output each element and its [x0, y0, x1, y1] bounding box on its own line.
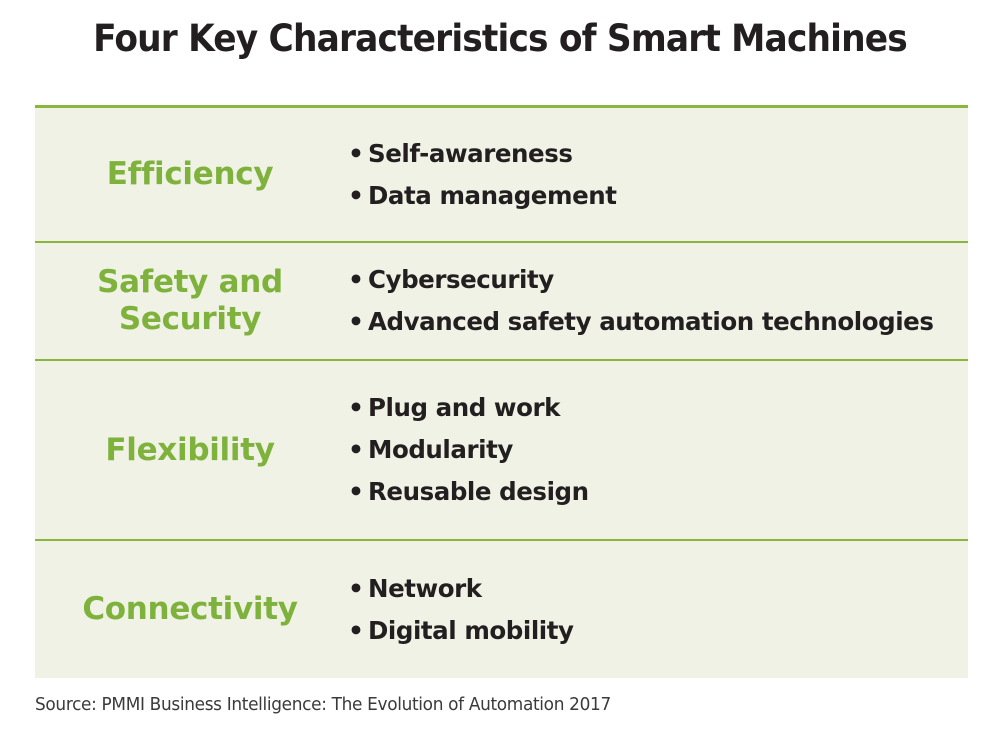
table-row: Safety and Security • Cybersecurity • Ad… [35, 241, 968, 359]
table-row: Flexibility • Plug and work • Modularity… [35, 359, 968, 539]
table-row: Efficiency • Self-awareness • Data manag… [35, 108, 968, 241]
list-item-label: Self-awareness [368, 138, 573, 168]
list-item: • Self-awareness [348, 133, 968, 175]
row-items-flexibility: • Plug and work • Modularity • Reusable … [345, 387, 968, 513]
row-items-safety-and-security: • Cybersecurity • Advanced safety automa… [345, 259, 968, 343]
bullet-icon: • [348, 307, 364, 336]
bullet-icon: • [348, 435, 364, 464]
bullet-icon: • [348, 477, 364, 506]
list-item: • Cybersecurity [348, 259, 968, 301]
bullet-icon: • [348, 573, 364, 603]
list-item: • Data management [348, 175, 968, 217]
row-items-connectivity: • Network • Digital mobility [345, 568, 968, 652]
row-label-efficiency: Efficiency [106, 156, 274, 193]
list-item-label: Modularity [368, 435, 513, 464]
bullet-icon: • [348, 180, 364, 210]
row-label-flexibility: Flexibility [105, 431, 275, 468]
list-item: • Advanced safety automation technologie… [348, 301, 968, 343]
list-item-label: Digital mobility [368, 615, 574, 645]
bullet-icon: • [348, 265, 364, 294]
source-caption: Source: PMMI Business Intelligence: The … [35, 694, 611, 715]
list-item: • Network [348, 568, 968, 610]
table-row: Connectivity • Network • Digital mobilit… [35, 539, 968, 678]
list-item: • Reusable design [348, 471, 968, 513]
row-label-safety-and-security: Safety and Security [97, 264, 283, 337]
bullet-icon: • [348, 393, 364, 422]
list-item-label: Reusable design [368, 477, 589, 506]
list-item-label: Plug and work [368, 393, 561, 422]
list-item-label: Cybersecurity [368, 265, 554, 294]
page-title: Four Key Characteristics of Smart Machin… [93, 17, 908, 60]
list-item-label: Advanced safety automation technologies [368, 307, 934, 336]
characteristics-table: Efficiency • Self-awareness • Data manag… [35, 105, 968, 678]
bullet-icon: • [348, 615, 364, 645]
bullet-icon: • [348, 138, 364, 168]
list-item: • Digital mobility [348, 610, 968, 652]
list-item: • Modularity [348, 429, 968, 471]
list-item-label: Network [368, 573, 482, 603]
list-item: • Plug and work [348, 387, 968, 429]
list-item-label: Data management [368, 180, 617, 210]
row-items-efficiency: • Self-awareness • Data management [345, 133, 968, 217]
row-label-connectivity: Connectivity [82, 591, 298, 628]
